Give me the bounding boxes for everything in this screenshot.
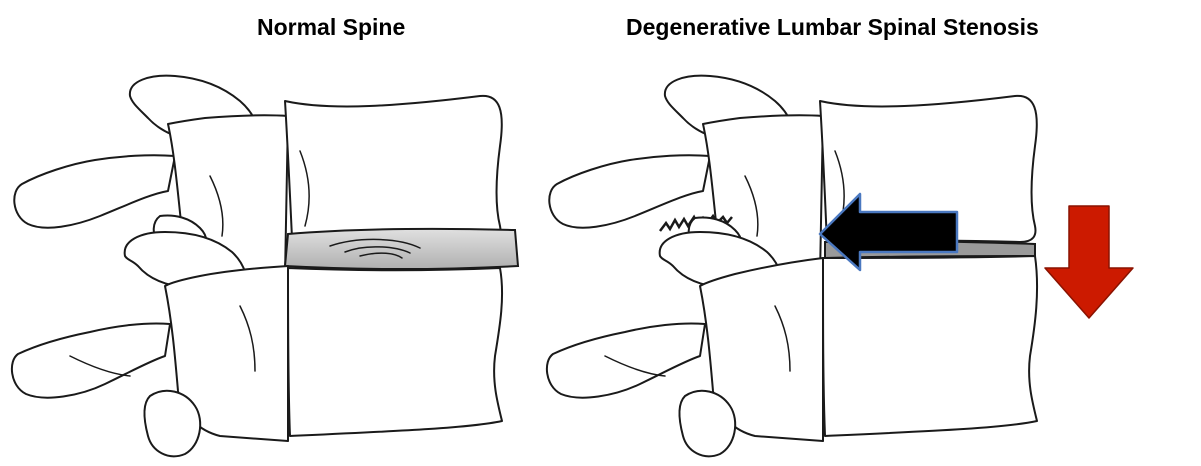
lower-transverse-process xyxy=(12,323,170,397)
lower-inferior-articular xyxy=(680,391,736,456)
lower-vertebral-body xyxy=(823,256,1037,436)
upper-transverse-process xyxy=(14,155,175,227)
stenosis-title: Degenerative Lumbar Spinal Stenosis xyxy=(626,14,1039,41)
lower-transverse-process xyxy=(547,323,705,397)
upper-vertebral-body xyxy=(285,96,502,244)
lower-inferior-articular xyxy=(145,391,201,456)
normal-spine-illustration xyxy=(0,56,560,466)
intervertebral-disc-normal xyxy=(285,229,518,269)
normal-spine-title: Normal Spine xyxy=(257,14,405,41)
stenosis-illustration xyxy=(535,56,1201,466)
lower-vertebral-body xyxy=(288,268,502,436)
down-arrow-icon xyxy=(1045,206,1133,318)
upper-transverse-process xyxy=(549,155,710,227)
